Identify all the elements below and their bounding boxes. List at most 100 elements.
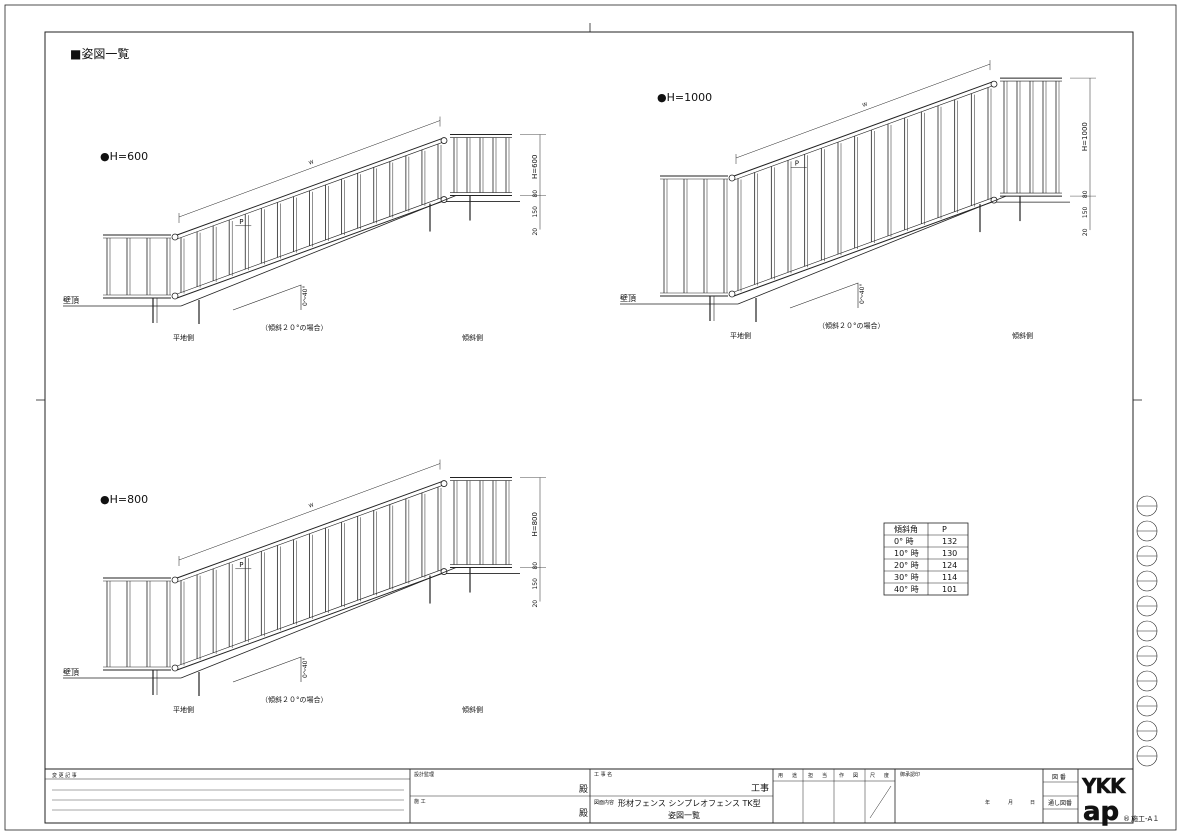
side-circles <box>1136 495 1158 767</box>
date-day: 日 <box>1030 800 1035 806</box>
date-year: 年 <box>985 799 990 806</box>
span-dimension <box>178 463 441 561</box>
project-name-label: 工 事 名 <box>594 771 612 778</box>
pitch-mark: P <box>239 218 243 226</box>
view-h600: ●H=600 壁頂 P W H=600 80 150 20 0～40° （傾斜２０°の場合） 平地側… <box>63 116 546 342</box>
slope-wall-line <box>180 567 457 679</box>
slope-case-label: （傾斜２０°の場合） <box>261 323 328 332</box>
rail-joint <box>171 576 179 584</box>
flat-side-label: 平地側 <box>173 333 194 342</box>
height-dim-label: H=600 <box>531 155 539 180</box>
title-block: 変 更 記 事 設計監理 殿 施 工 殿 工 事 名 工事 図面内容 形材フェン… <box>44 768 1159 827</box>
dim-150: 150 <box>532 578 539 590</box>
dim-80: 80 <box>532 562 539 570</box>
wall-top-label: 壁頂 <box>63 295 79 305</box>
pitch-table-cell: 20° 時 <box>894 561 919 570</box>
pitch-table-header: 傾斜角 <box>894 524 918 534</box>
view-h800: ●H=800壁頂PWH=80080150200～40°（傾斜２０°の場合）平地側… <box>63 459 546 714</box>
dim-80: 80 <box>532 190 539 198</box>
dim-20: 20 <box>532 600 539 608</box>
drawing-content-label: 図面内容 <box>594 799 614 806</box>
brand-logo-top: YKK <box>1081 774 1127 798</box>
span-mark: W <box>862 102 869 109</box>
slope-top-rail-inner <box>733 85 993 181</box>
slope-wall-line <box>180 195 457 307</box>
project-suffix: 工事 <box>751 782 769 794</box>
slope-bottom-rail <box>176 573 443 671</box>
brand-logo-bottom: ap <box>1083 797 1119 827</box>
drawing-name: 姿図一覧 <box>668 810 700 820</box>
angle-triangle <box>789 282 859 309</box>
slope-side-label: 傾斜側 <box>1012 331 1033 340</box>
drawing-number-label: 図 番 <box>1052 774 1066 781</box>
pitch-table-header: P <box>942 525 947 534</box>
pitch-table-cell: 0° 時 <box>894 537 914 546</box>
product-name: 形材フェンス シンプレオフェンス TK型 <box>618 798 761 808</box>
rail-joint <box>728 290 736 298</box>
approval-column-label: 度 <box>884 772 889 779</box>
wall-top-label: 壁頂 <box>63 667 79 677</box>
rail-joint <box>990 80 998 88</box>
revision-label: 変 更 記 事 <box>52 772 77 779</box>
drawing-code: 施工-A１ <box>1131 814 1159 823</box>
wall-top-label: 壁頂 <box>620 293 636 303</box>
span-mark: W <box>308 159 315 166</box>
pitch-table-cell: 10° 時 <box>894 549 919 558</box>
approval-column-label: 作 <box>839 772 844 779</box>
rail-joint <box>171 292 179 300</box>
flat-side-label: 平地側 <box>173 705 194 714</box>
pitch-table-cell: 101 <box>942 585 957 594</box>
pitch-table-cell: 124 <box>942 561 957 570</box>
dim-150: 150 <box>1082 206 1089 218</box>
span-dimension <box>178 120 441 218</box>
pitch-mark: P <box>795 159 799 167</box>
angle-range: 0～40° <box>302 286 309 306</box>
date-month: 月 <box>1008 800 1013 806</box>
brand-mark: ® <box>1123 815 1130 823</box>
view-title: ●H=800 <box>100 493 148 506</box>
slope-side-label: 傾斜側 <box>462 333 483 342</box>
angle-triangle <box>232 284 302 311</box>
dim-20: 20 <box>1082 228 1089 236</box>
pitch-table-cell: 40° 時 <box>894 585 919 594</box>
approval-column-label: 尺 <box>870 773 875 779</box>
view-h1000: ●H=1000壁頂PWH=100080150200～40°（傾斜２０°の場合）平… <box>620 60 1096 340</box>
slope-wall-line <box>737 195 1007 305</box>
flat-side-label: 平地側 <box>730 331 751 340</box>
slope-top-rail <box>733 81 993 177</box>
height-dim-label: H=1000 <box>1081 122 1089 151</box>
pitch-table-cell: 114 <box>942 573 957 582</box>
approval-column-label: 用 <box>778 773 783 779</box>
slope-bottom-rail <box>176 201 443 299</box>
slope-top-rail <box>176 138 443 236</box>
section-title: ■姿図一覧 <box>70 47 129 61</box>
angle-range: 0～40° <box>302 658 309 678</box>
dim-150: 150 <box>532 206 539 218</box>
span-mark: W <box>308 502 315 509</box>
rail-joint <box>171 233 179 241</box>
slope-case-label: （傾斜２０°の場合） <box>261 695 328 704</box>
rail-joint <box>440 137 448 144</box>
pitch-mark: P <box>239 561 243 569</box>
rail-joint <box>728 174 736 182</box>
dim-20: 20 <box>532 228 539 236</box>
contractor-honorific: 殿 <box>579 808 588 819</box>
approval-columns: 用途担当作図尺度 <box>778 772 889 779</box>
contractor-label: 施 工 <box>414 798 426 805</box>
rail-joint <box>171 664 179 672</box>
approval-column-label: 当 <box>822 772 827 779</box>
slope-bottom-rail <box>733 201 993 297</box>
span-dimension <box>735 63 991 159</box>
angle-range: 0～40° <box>859 284 866 304</box>
slope-side-label: 傾斜側 <box>462 705 483 714</box>
angle-triangle <box>232 656 302 683</box>
approval-column-label: 図 <box>853 773 858 779</box>
slope-top-rail-inner <box>176 142 443 240</box>
pitch-table-cell: 30° 時 <box>894 573 919 582</box>
rail-joint <box>440 480 448 487</box>
supervisor-honorific: 殿 <box>579 784 588 795</box>
approval-column-label: 担 <box>808 772 813 779</box>
view-title: ●H=600 <box>100 150 148 163</box>
serial-number-label: 通し図番 <box>1048 799 1072 807</box>
